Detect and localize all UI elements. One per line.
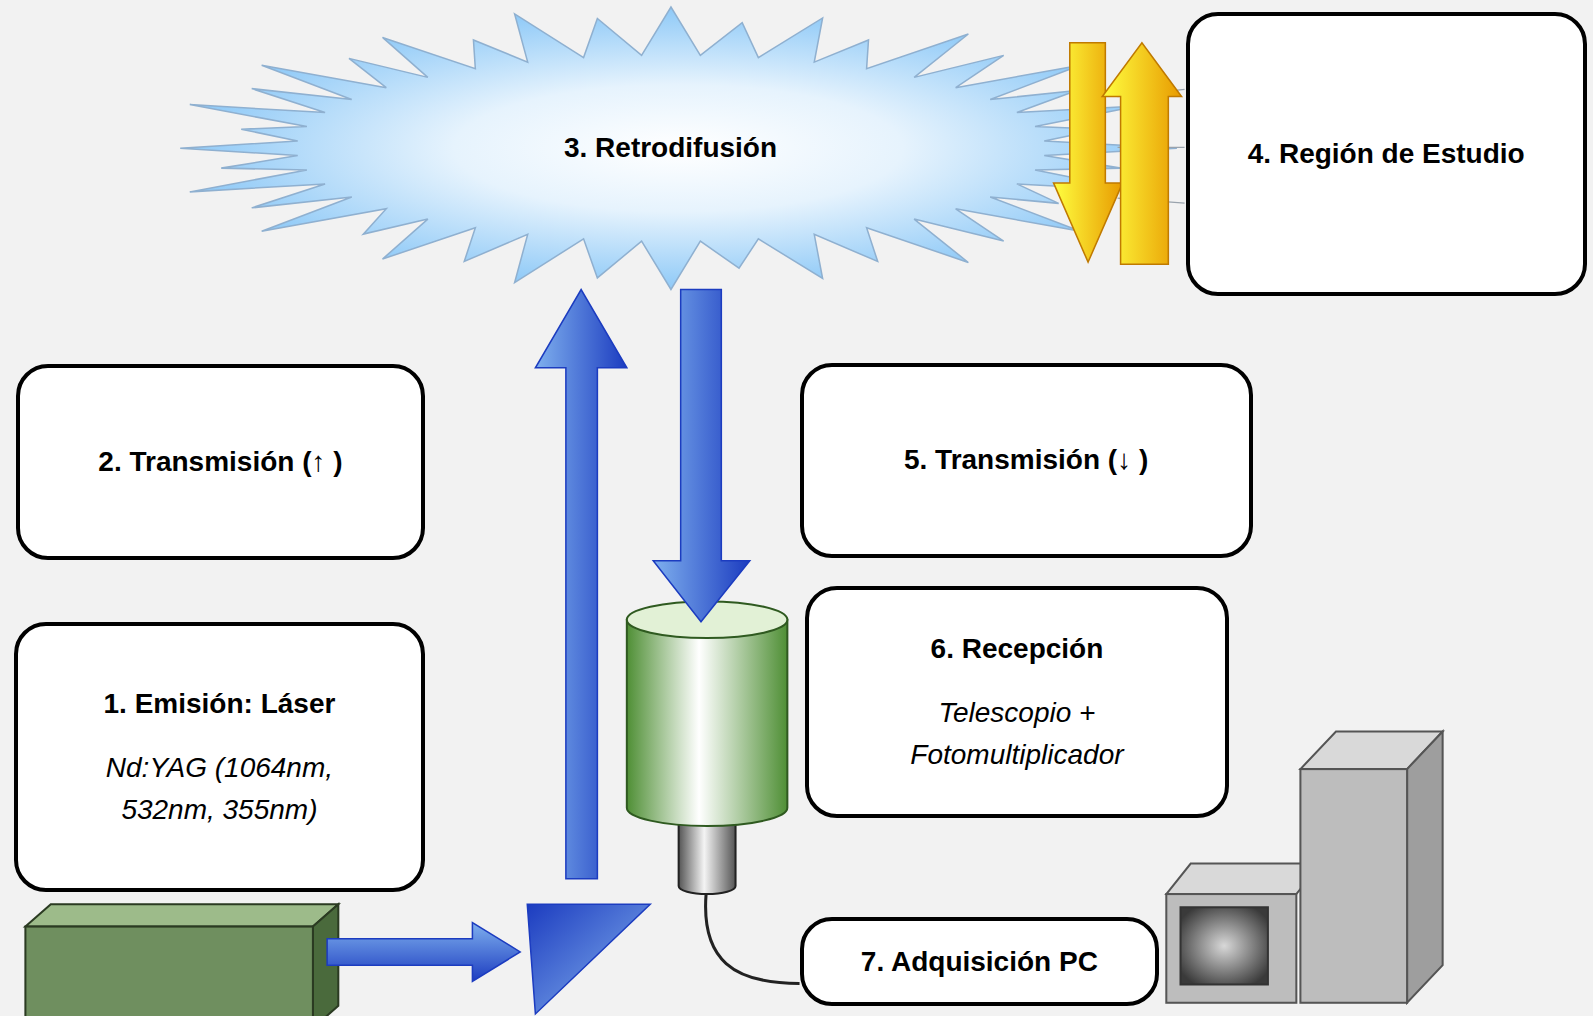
upward-beam-arrow [535, 290, 626, 879]
node-heading: 5. Transmisión (↓ ) [904, 439, 1148, 481]
node-heading: 6. Recepción [931, 628, 1104, 670]
node-heading: 3. Retrodifusión [564, 127, 777, 169]
computer [1166, 894, 1296, 1003]
node-heading: 4. Región de Estudio [1248, 133, 1525, 175]
laser-beam-arrow [327, 923, 520, 982]
signal-cable [706, 894, 800, 983]
node-heading: 2. Transmisión (↑ ) [98, 441, 342, 483]
mirror-prism [527, 904, 650, 1014]
telescope [627, 620, 788, 826]
interaction-arrow-up [1102, 43, 1181, 264]
acquisition-box: 7. Adquisición PC [800, 917, 1160, 1005]
transmission-up-box: 2. Transmisión (↑ ) [16, 364, 424, 560]
emission-box: 1. Emisión: LáserNd:YAG (1064nm, 532nm, … [14, 622, 424, 892]
telescope [627, 601, 788, 826]
backscatter-burst: 3. Retrodifusión [163, 5, 1179, 291]
laser-head [25, 927, 313, 1016]
scatter-rays [1118, 198, 1185, 203]
node-heading: 1. Emisión: Láser [104, 683, 336, 725]
laser-head [25, 904, 338, 926]
photomultiplier [679, 818, 736, 894]
node-body: Nd:YAG (1064nm, 532nm, 355nm) [69, 747, 369, 831]
computer [1407, 732, 1443, 1003]
node-body: Telescopio + Fotomultiplicador [867, 692, 1167, 776]
node-heading: 7. Adquisición PC [861, 941, 1098, 983]
computer [1166, 864, 1320, 894]
reception-box: 6. RecepciónTelescopio + Fotomultiplicad… [805, 586, 1230, 818]
photomultiplier [679, 818, 736, 894]
laser-head [25, 904, 338, 1016]
burst-shape [180, 7, 1177, 289]
computer [1300, 769, 1407, 1003]
transmission-down-box: 5. Transmisión (↓ ) [800, 363, 1253, 558]
downward-beam-arrow [653, 290, 750, 622]
scatter-rays [1118, 89, 1185, 96]
study-region-box: 4. Región de Estudio [1186, 12, 1587, 295]
computer [1181, 907, 1268, 984]
